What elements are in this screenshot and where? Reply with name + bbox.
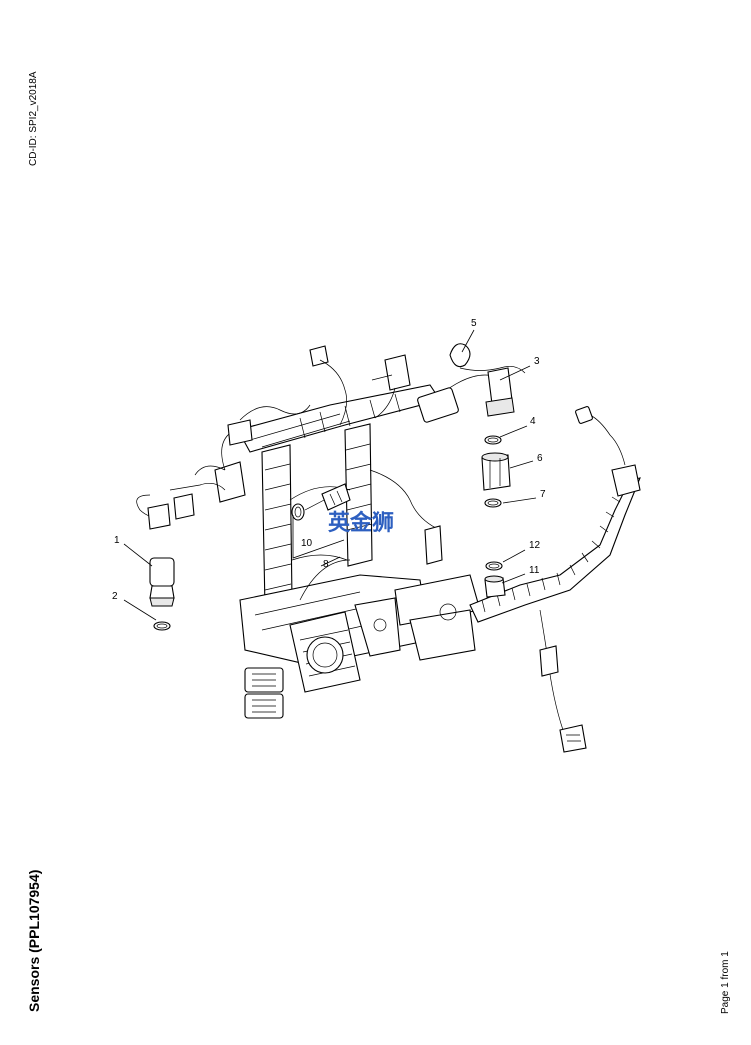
- watermark: 英金狮: [328, 510, 394, 536]
- callout-6: 6: [537, 453, 543, 464]
- callout-3: 3: [534, 356, 540, 367]
- part-5-clip: [449, 343, 526, 374]
- part-1-pressure-sensor: [149, 557, 175, 607]
- part-8-temperature-sensor: [304, 483, 351, 511]
- callout-5: 5: [471, 318, 477, 329]
- part-3-sensor-with-cable: [417, 367, 515, 423]
- part-6-adapter: [481, 452, 511, 491]
- callout-8: 8: [323, 559, 329, 570]
- part-2-seal-ring: [153, 621, 171, 631]
- callout-1: 1: [114, 535, 120, 546]
- part-12-seal-ring: [485, 561, 503, 571]
- part-11-plug: [484, 575, 506, 598]
- callout-2: 2: [112, 591, 118, 602]
- callout-12: 12: [529, 540, 541, 551]
- part-10-o-ring: [291, 503, 305, 521]
- wiring-harness-drawing: [136, 345, 641, 753]
- callout-4: 4: [530, 416, 536, 427]
- callout-11: 11: [529, 565, 540, 576]
- callout-labels: 1 2 3 4 5 6 7 8 10 11 12: [112, 318, 546, 602]
- part-7-seal-ring: [484, 498, 502, 508]
- leader-lines: [123, 329, 537, 621]
- callout-10: 10: [301, 538, 313, 549]
- callout-7: 7: [540, 489, 546, 500]
- part-4-seal-ring: [484, 435, 502, 445]
